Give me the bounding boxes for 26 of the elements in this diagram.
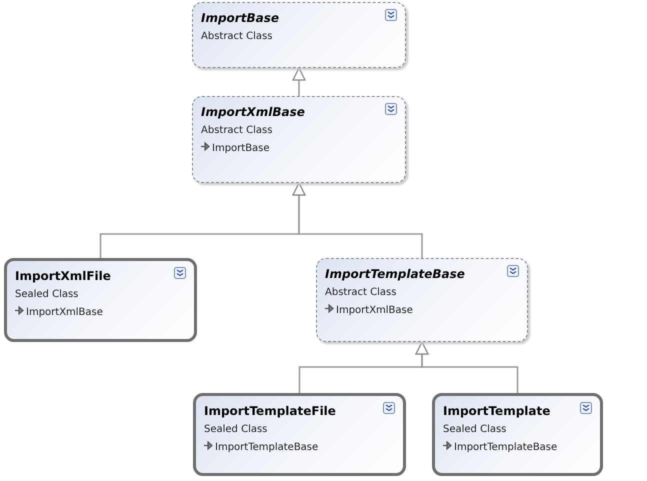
base-class-name: ImportTemplateBase: [215, 441, 318, 455]
class-kind: Sealed Class: [443, 423, 506, 437]
class-box: [4, 258, 197, 342]
class-box: [316, 258, 528, 342]
inheritance-arrow: [292, 182, 423, 258]
class-box: [192, 2, 406, 68]
class-box: [192, 96, 406, 183]
base-class-name: ImportTemplateBase: [454, 441, 558, 455]
class-name: ImportBase: [201, 11, 279, 26]
inheritance-arrow: [292, 67, 306, 96]
class-box: [432, 393, 603, 476]
class-kind: Abstract Class: [201, 30, 272, 44]
class-kind: Abstract Class: [325, 286, 396, 300]
class-name: ImportTemplate: [443, 404, 550, 419]
class-name: ImportTemplateBase: [325, 267, 465, 282]
class-box: [193, 393, 406, 476]
class-name: ImportTemplateFile: [204, 404, 336, 419]
class-kind: Sealed Class: [15, 288, 78, 302]
base-class-name: ImportBase: [212, 142, 270, 156]
base-class-name: ImportXmlBase: [26, 306, 103, 320]
class-kind: Sealed Class: [204, 423, 268, 437]
inheritance-arrow: [415, 341, 518, 393]
class-kind: Abstract Class: [201, 124, 272, 138]
class-name: ImportXmlFile: [15, 269, 111, 284]
base-class-name: ImportXmlBase: [336, 304, 413, 318]
class-name: ImportXmlBase: [201, 105, 305, 120]
